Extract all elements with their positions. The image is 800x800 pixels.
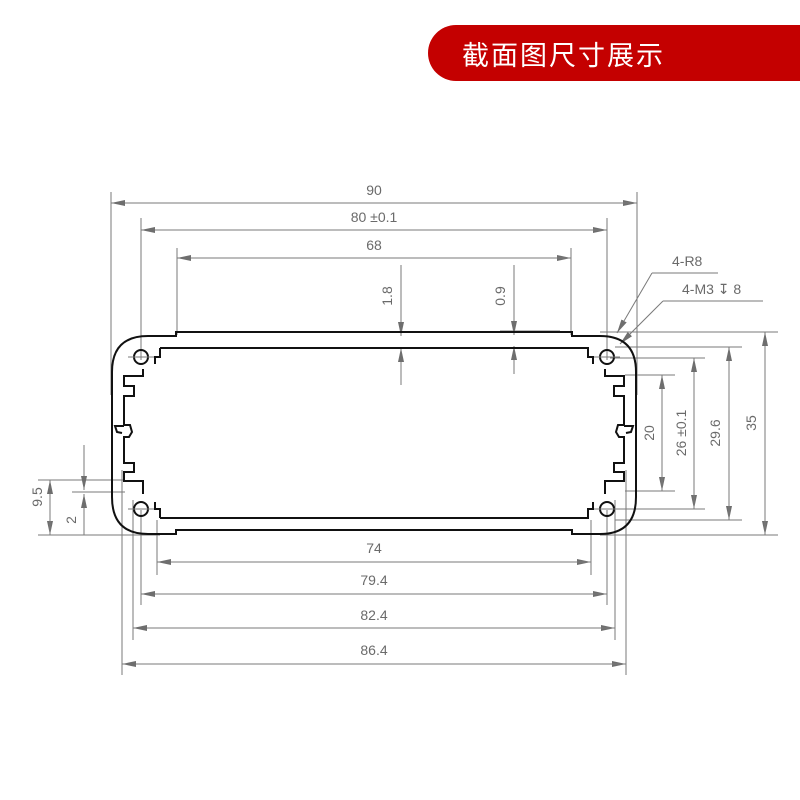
dimension-9-5: 9.5 bbox=[29, 480, 53, 535]
dimension-68: 68 bbox=[177, 237, 571, 261]
label-1-8: 1.8 bbox=[379, 286, 395, 306]
dimension-82-4: 82.4 bbox=[133, 607, 615, 631]
label-26: 26 ±0.1 bbox=[673, 409, 689, 456]
dimension-26: 26 ±0.1 bbox=[673, 358, 697, 509]
dimension-90: 90 bbox=[111, 182, 637, 206]
label-68: 68 bbox=[366, 237, 382, 253]
dimension-80: 80 ±0.1 bbox=[141, 209, 607, 233]
dimension-0-9: 0.9 bbox=[492, 265, 517, 374]
label-9-5: 9.5 bbox=[29, 487, 45, 507]
extension-lines bbox=[38, 192, 778, 675]
dimension-74: 74 bbox=[157, 540, 591, 565]
dimension-2: 2 bbox=[63, 445, 87, 535]
label-2: 2 bbox=[63, 516, 79, 524]
callout-corner-radius: 4-R8 bbox=[616, 253, 718, 334]
label-0-9: 0.9 bbox=[492, 286, 508, 306]
label-29-6: 29.6 bbox=[707, 419, 723, 446]
callout-screw-holes: 4-M3 ↧ 8 bbox=[619, 281, 763, 345]
banner-title: 截面图尺寸展示 bbox=[462, 40, 665, 72]
label-86-4: 86.4 bbox=[360, 642, 387, 658]
dimension-86-4: 86.4 bbox=[122, 642, 626, 667]
extrusion-profile bbox=[111, 331, 637, 535]
label-4-m3: 4-M3 ↧ 8 bbox=[682, 281, 741, 297]
title-banner: 截面图尺寸展示 bbox=[428, 25, 800, 81]
label-79-4: 79.4 bbox=[360, 572, 387, 588]
label-74: 74 bbox=[366, 540, 382, 556]
label-82-4: 82.4 bbox=[360, 607, 387, 623]
dimension-29-6: 29.6 bbox=[707, 347, 732, 520]
dimension-35: 35 bbox=[743, 332, 768, 535]
dimension-1-8: 1.8 bbox=[379, 265, 404, 385]
label-4-r8: 4-R8 bbox=[672, 253, 703, 269]
label-20: 20 bbox=[641, 425, 657, 441]
dimension-20: 20 bbox=[641, 375, 665, 491]
dimension-79-4: 79.4 bbox=[141, 572, 607, 597]
label-35: 35 bbox=[743, 415, 759, 431]
label-90: 90 bbox=[366, 182, 382, 198]
label-80: 80 ±0.1 bbox=[351, 209, 398, 225]
